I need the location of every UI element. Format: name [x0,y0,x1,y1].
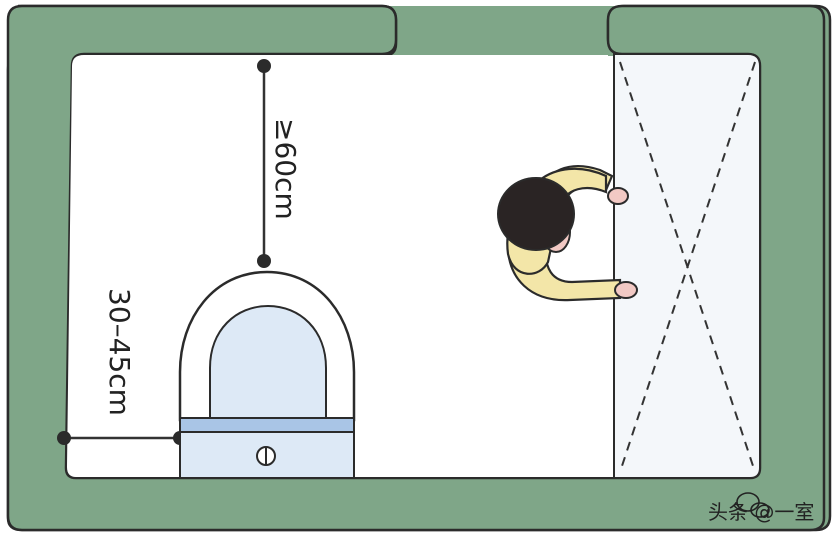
front-clearance-top-dot [257,59,271,73]
person-hair [497,177,575,251]
side-clearance-dimension: 30–45cm [57,288,187,445]
person-top-view [497,165,638,302]
person-hand-bottom [614,281,638,299]
watermark-text: 头条 @一室 [708,500,814,524]
shower-area [613,53,761,479]
toilet-tank-lid [179,417,355,433]
front-clearance-bottom-dot [257,254,271,268]
wechat-like-logo-icon [736,492,770,518]
front-clearance-dimension: ≥60cm [257,59,302,268]
toilet [178,270,356,479]
toilet-bowl [209,304,327,419]
watermark: 头条 @一室 [708,492,814,524]
side-clearance-label: 30–45cm [103,288,136,416]
flush-button-icon [256,446,276,466]
side-clearance-left-dot [57,431,71,445]
person-hand-top [607,187,629,205]
front-clearance-label: ≥60cm [269,118,302,220]
shower-diagonal-2 [619,61,756,473]
